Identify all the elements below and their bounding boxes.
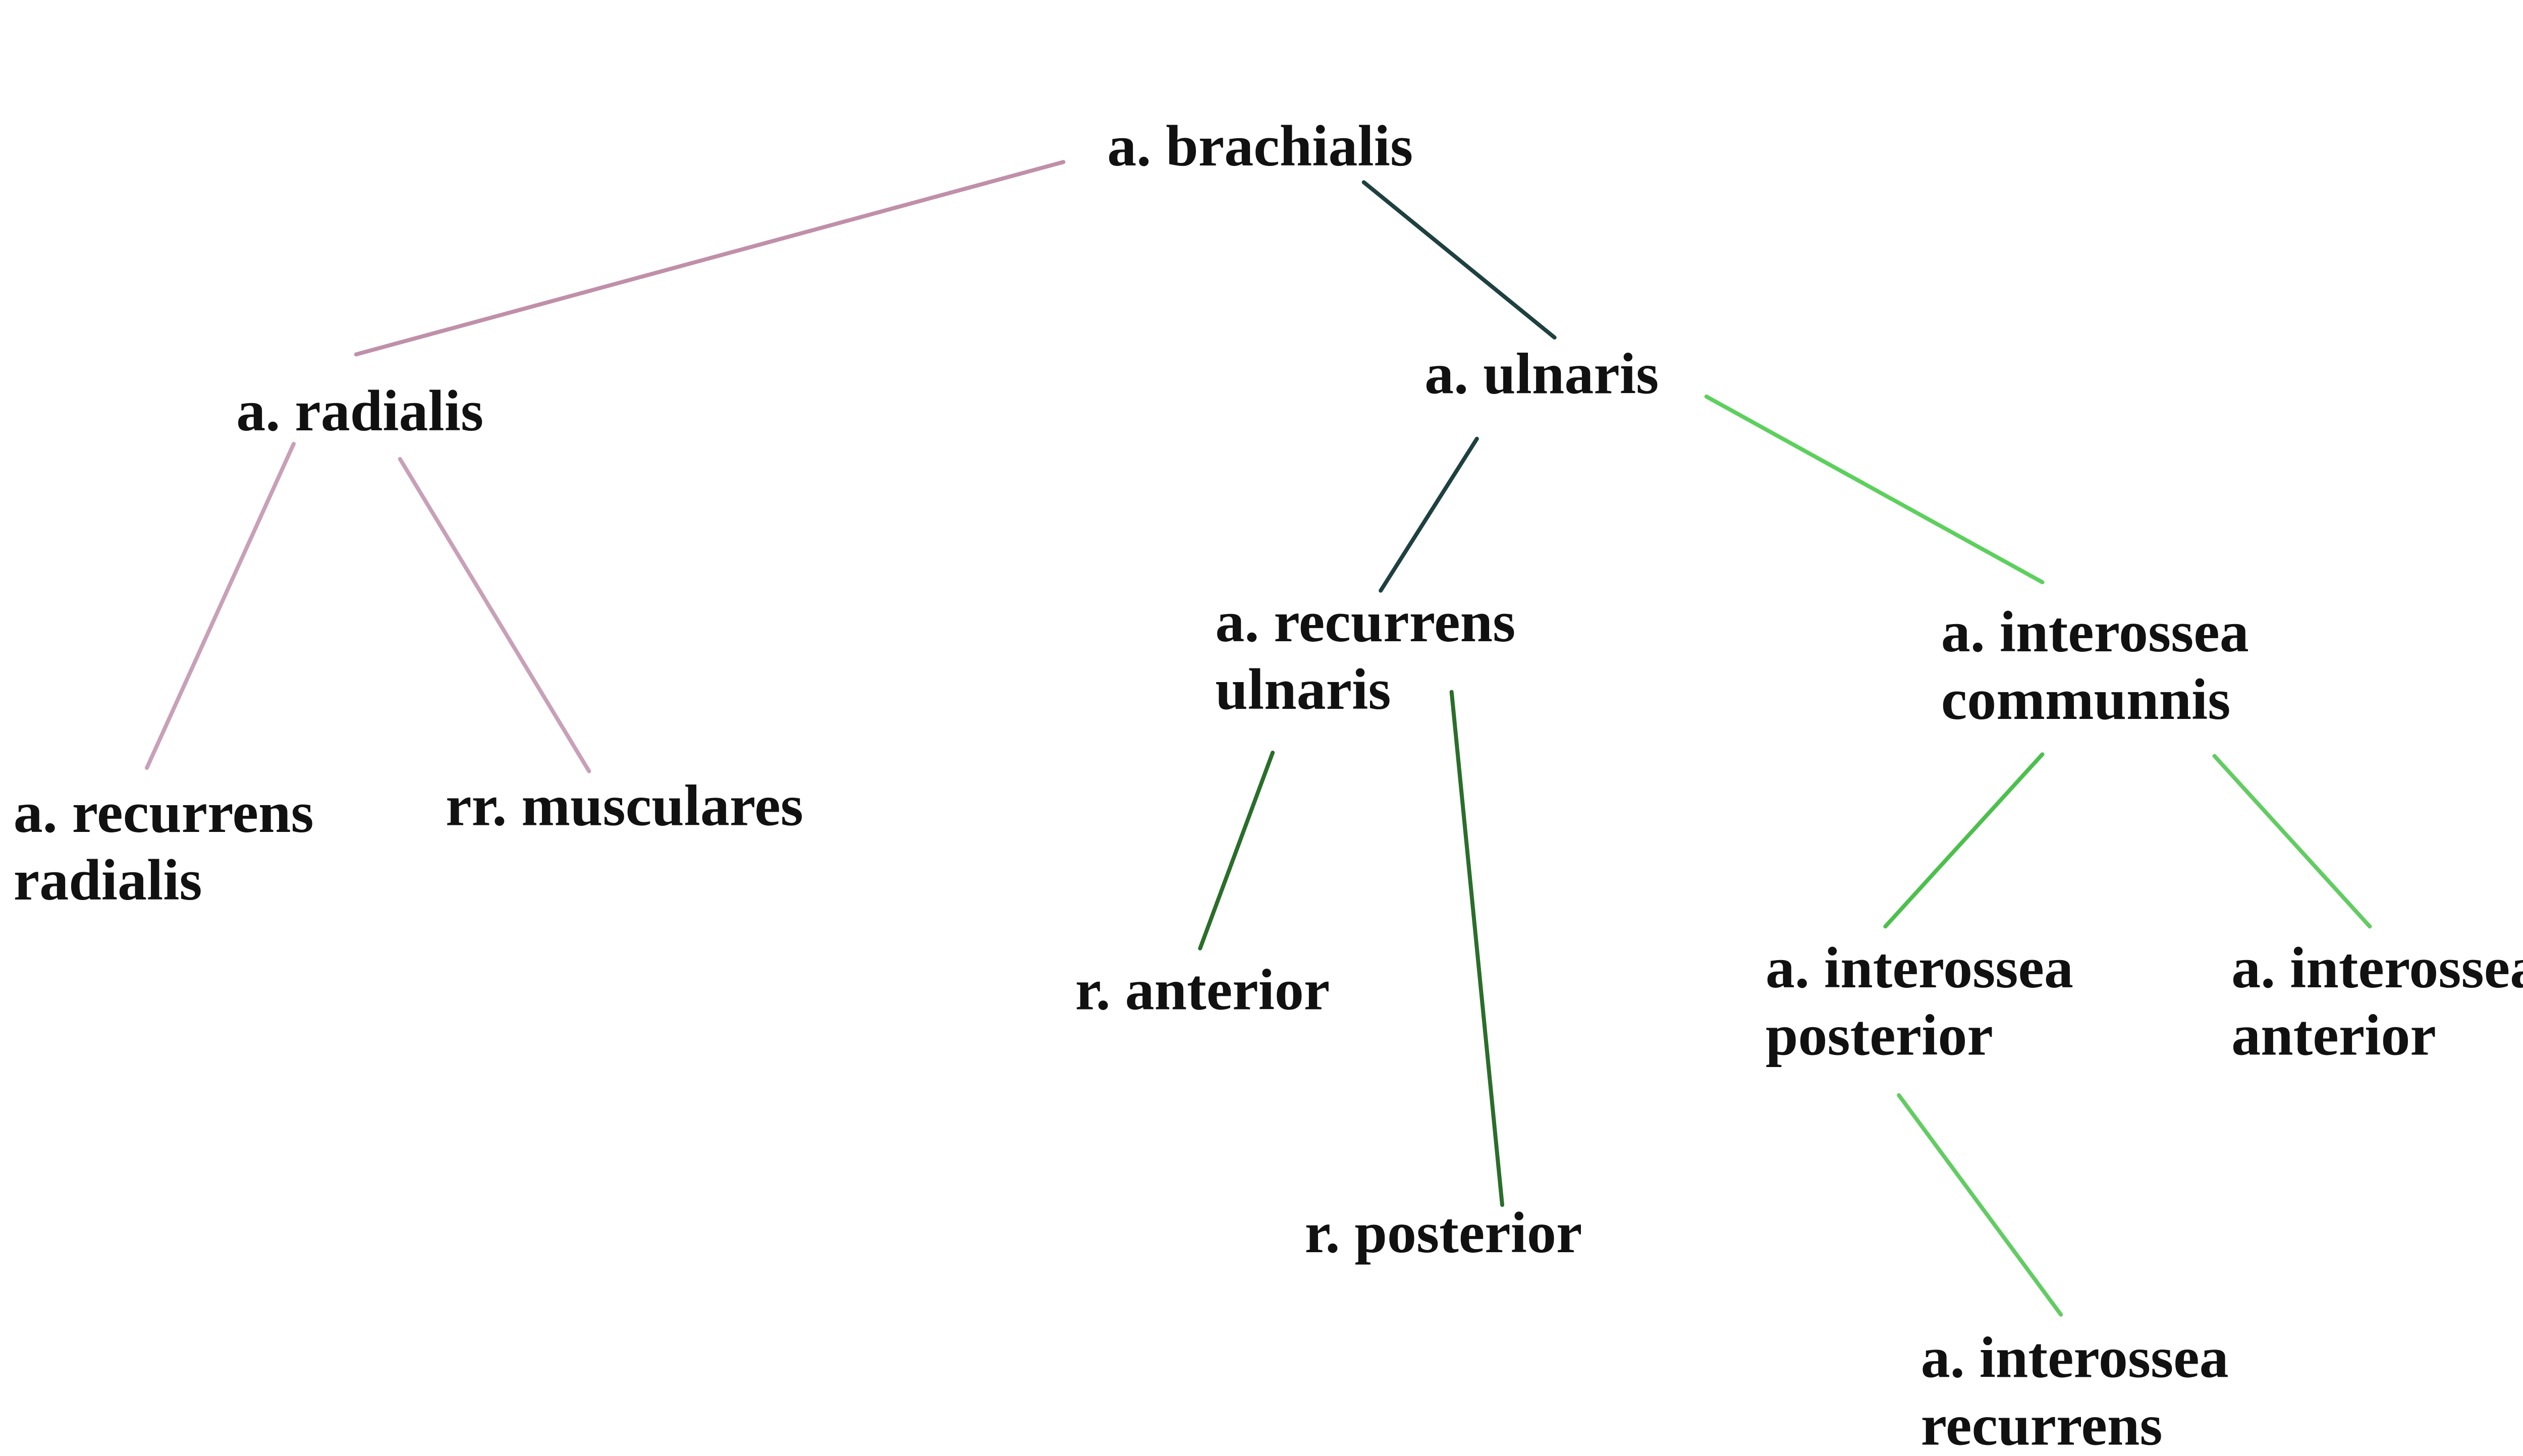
node-interossea-anterior-line-2: anterior xyxy=(2231,1003,2436,1068)
node-interossea-posterior-line-1: a. interossea xyxy=(1766,936,2073,1000)
node-anterior-branch-line-1: r. anterior xyxy=(1075,958,1330,1022)
edge-brachialis-to-ulnaris xyxy=(1361,180,1557,340)
node-recurrens-radialis-line-1: a. recurrens xyxy=(14,780,314,845)
node-ulnaris-line-1: a. ulnaris xyxy=(1424,342,1659,406)
edge-ulnaris-to-recurrens-ulnaris xyxy=(1379,436,1479,593)
node-recurrens-ulnaris-line-2: ulnaris xyxy=(1215,657,1391,722)
node-posterior-branch-line-1: r. posterior xyxy=(1305,1201,1582,1265)
edge-brachialis-to-radialis xyxy=(354,160,1066,357)
node-recurrens-ulnaris-line-1: a. recurrens xyxy=(1215,590,1515,654)
edge-interossea-posterior-to-interossea-recurrens xyxy=(1897,1093,2063,1317)
edge-interossea-communnis-to-interossea-anterior xyxy=(2212,754,2372,929)
node-musculares: rr. musculares xyxy=(446,774,803,838)
node-recurrens-radialis-line-2: radialis xyxy=(14,848,202,913)
node-anterior-branch: r. anterior xyxy=(1075,958,1330,1022)
edge-ulnaris-to-interossea-communnis xyxy=(1704,395,2045,585)
node-ulnaris: a. ulnaris xyxy=(1424,342,1659,406)
node-interossea-recurrens-line-1: a. interossea xyxy=(1921,1326,2229,1390)
edge-recurrens-ulnaris-to-anterior-branch xyxy=(1198,750,1275,950)
node-radialis: a. radialis xyxy=(236,379,483,443)
node-radialis-line-1: a. radialis xyxy=(236,379,483,443)
node-posterior-branch: r. posterior xyxy=(1305,1201,1582,1265)
node-interossea-anterior-line-1: a. interossea xyxy=(2231,936,2523,1000)
labels-layer: a. brachialis a. radialis a. ulnaris a. rec… xyxy=(14,114,2523,1456)
node-interossea-communnis-line-1: a. interossea xyxy=(1941,600,2249,664)
edges-layer xyxy=(145,160,2372,1317)
node-brachialis-line-1: a. brachialis xyxy=(1107,114,1413,179)
edge-radialis-to-recurrens-radialis xyxy=(145,441,296,770)
node-interossea-communnis-line-2: communnis xyxy=(1941,667,2231,732)
node-musculares-line-1: rr. musculares xyxy=(446,774,803,838)
edge-interossea-communnis-to-interossea-posterior xyxy=(1883,752,2045,929)
edge-radialis-to-musculares xyxy=(398,457,591,773)
node-interossea-posterior-line-2: posterior xyxy=(1766,1003,1993,1068)
node-interossea-recurrens-line-2: recurrens xyxy=(1921,1393,2163,1456)
edge-recurrens-ulnaris-to-posterior-branch xyxy=(1449,690,1505,1207)
node-brachialis: a. brachialis xyxy=(1107,114,1413,179)
